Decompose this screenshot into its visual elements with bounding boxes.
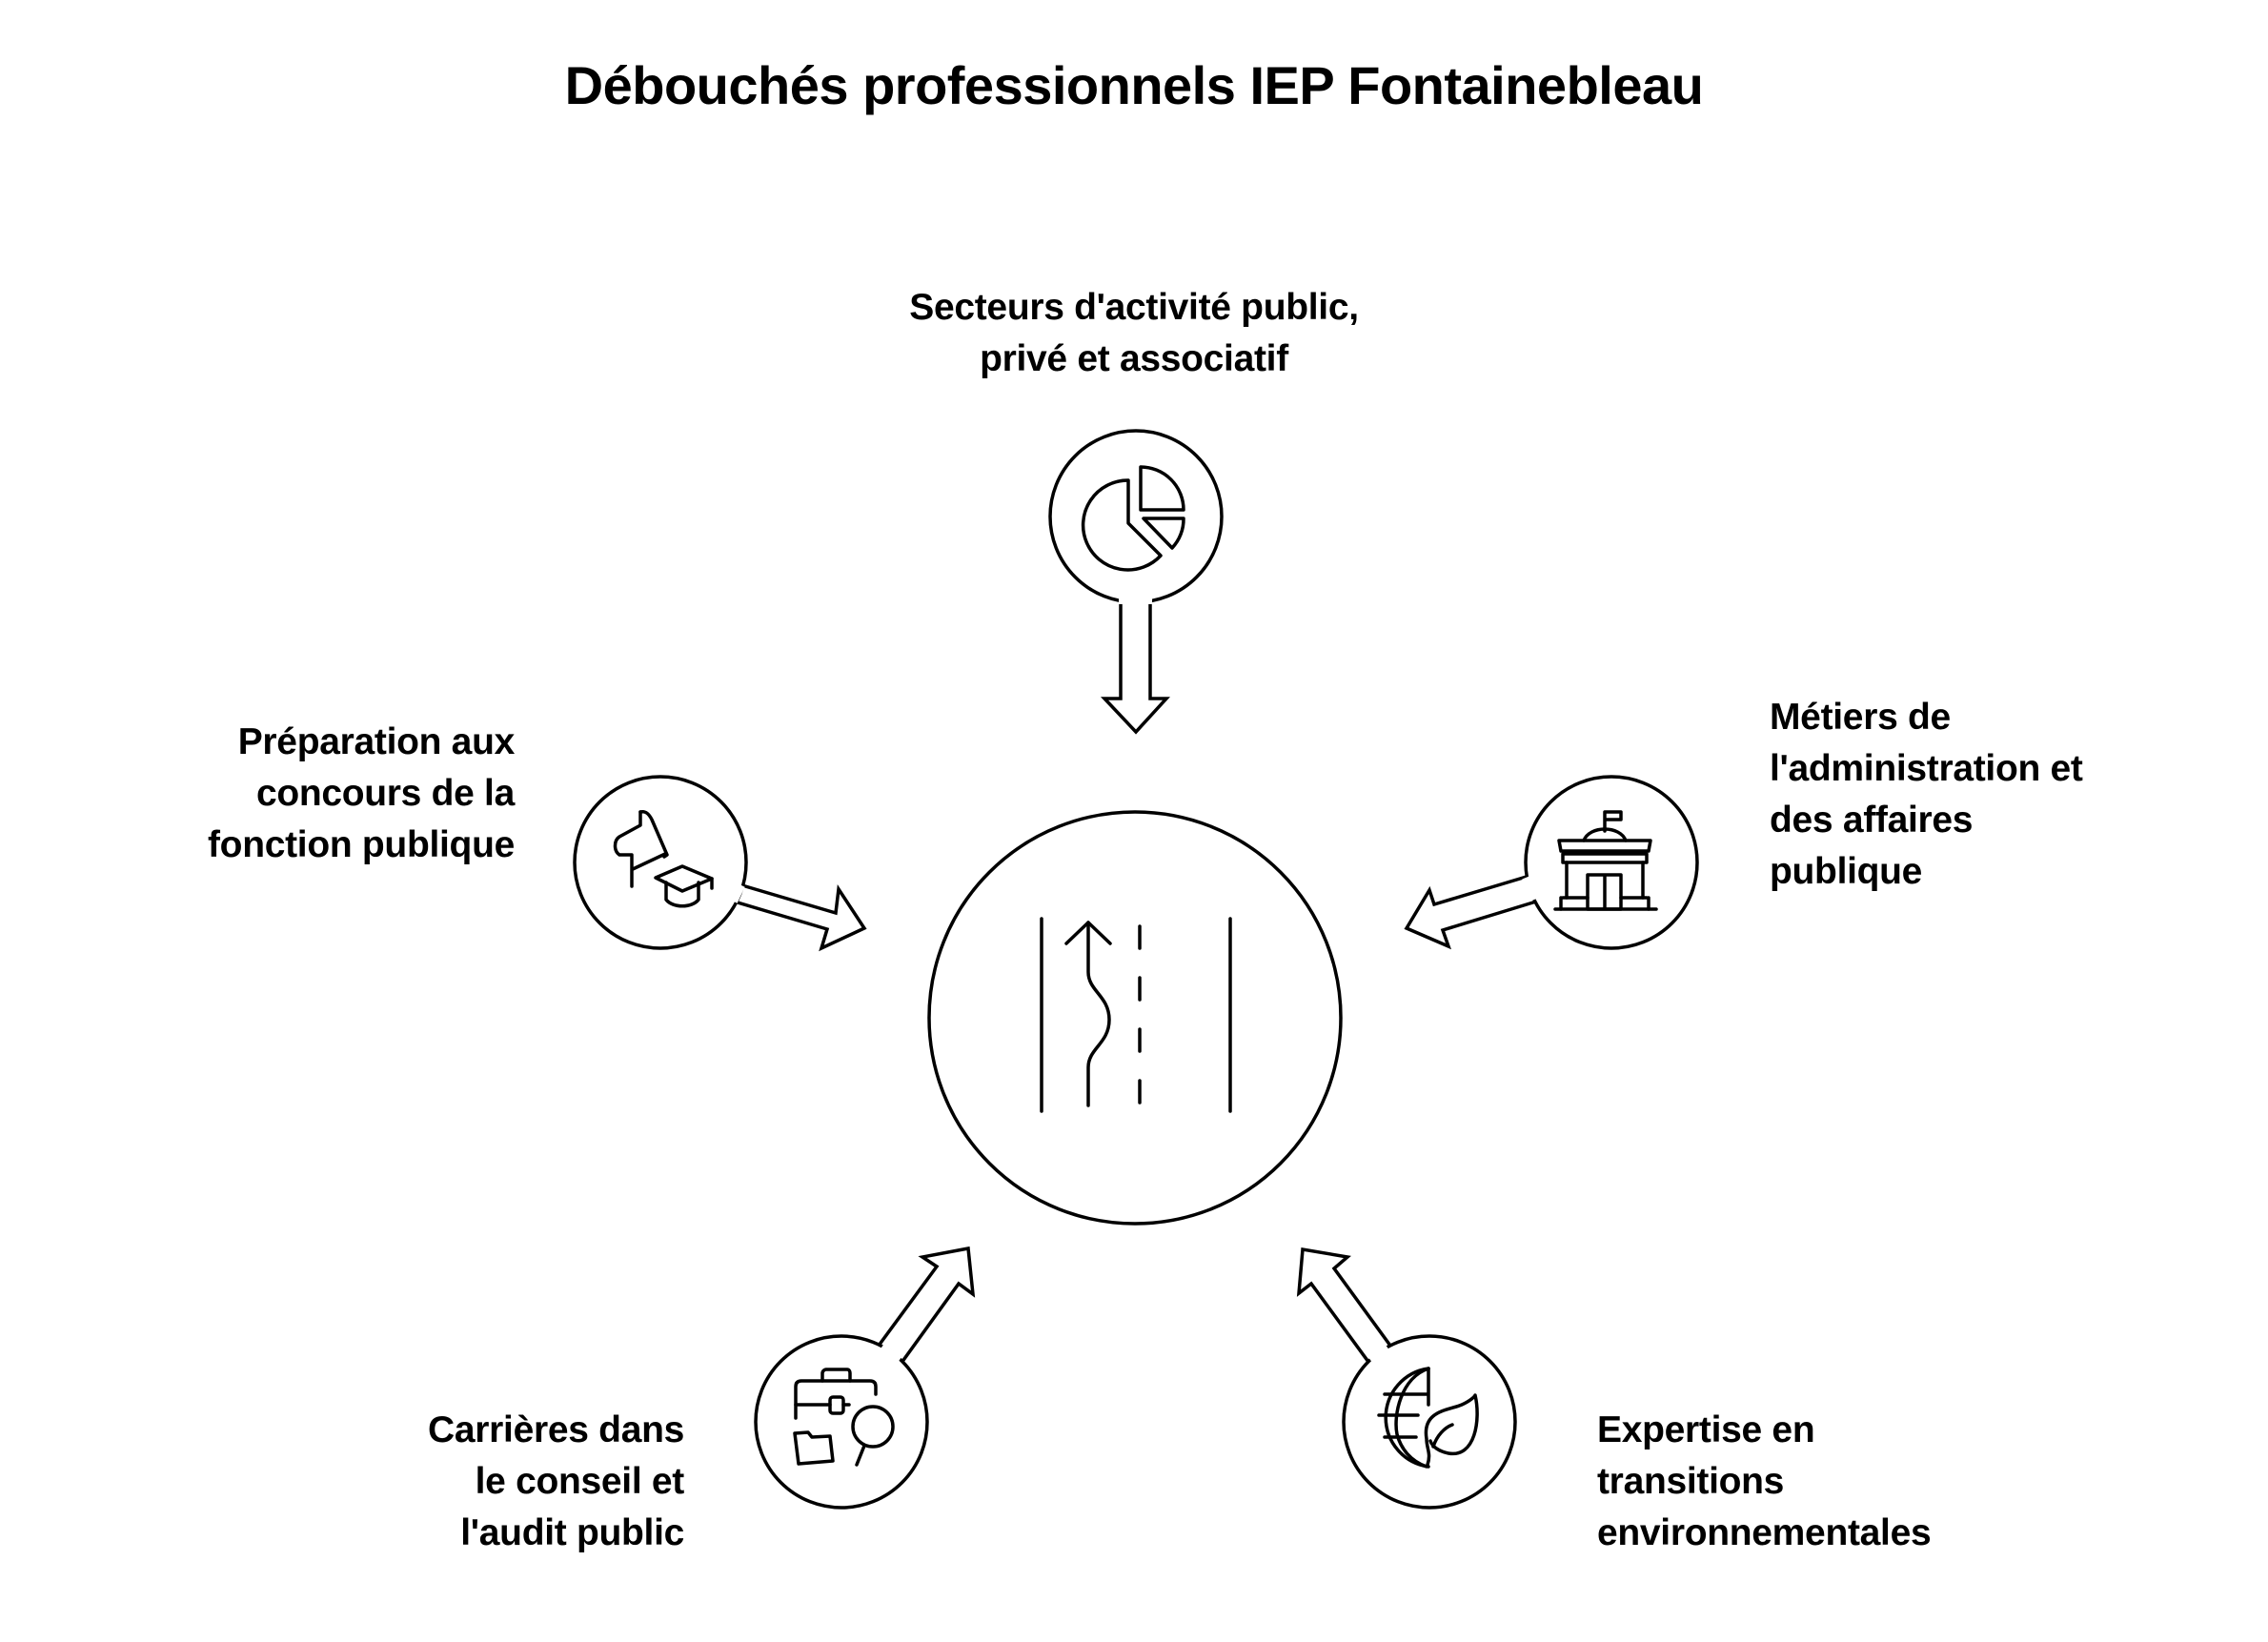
- label-line: Expertise en: [1597, 1409, 1815, 1450]
- label-line: transitions: [1597, 1461, 1785, 1502]
- node-bottom-left-circle: [754, 1334, 929, 1510]
- node-top: [1048, 429, 1224, 735]
- node-bottom-right: [1296, 1247, 1517, 1510]
- arrow-down: [1100, 597, 1170, 735]
- label-bottom-left: Carrières dans le conseil et l'audit pub…: [248, 1405, 684, 1559]
- label-line: environnementales: [1597, 1512, 1932, 1553]
- label-line: publique: [1770, 851, 1923, 892]
- node-top-circle: [1048, 429, 1224, 604]
- label-line: des affaires: [1770, 800, 1974, 841]
- node-bottom-left: [754, 1246, 976, 1510]
- government-building-icon: [1553, 810, 1658, 911]
- node-left-circle: [573, 775, 748, 950]
- center-node: [927, 810, 1343, 1226]
- arrow-left-down: [1404, 873, 1539, 950]
- label-line: l'administration et: [1770, 748, 2083, 789]
- briefcase-folder-magnifier-icon: [793, 1368, 895, 1467]
- arrow-up-right: [876, 1246, 976, 1366]
- arrow-right-down: [725, 881, 867, 952]
- label-line: privé et associatif: [980, 338, 1288, 379]
- label-line: fonction publique: [207, 824, 515, 865]
- label-line: Carrières dans: [428, 1409, 684, 1450]
- label-line: le conseil et: [475, 1461, 685, 1502]
- label-line: concours de la: [255, 773, 515, 814]
- label-left: Préparation aux concours de la fonction …: [95, 717, 515, 871]
- page-title: Débouchés professionnels IEP Fontaineble…: [564, 55, 1704, 115]
- label-top: Secteurs d'activité public, privé et ass…: [848, 282, 1420, 385]
- label-line: Préparation aux: [237, 721, 516, 762]
- arrow-up-left: [1296, 1247, 1393, 1365]
- label-bottom-right: Expertise en transitions environnemental…: [1597, 1405, 2169, 1559]
- winding-road-arrow-icon: [1040, 917, 1232, 1113]
- exam-megaphone-graduation-cap-icon: [613, 809, 714, 908]
- label-line: Secteurs d'activité public,: [909, 287, 1359, 328]
- node-left: [573, 775, 867, 952]
- label-right: Métiers de l'administration et des affai…: [1770, 692, 2208, 898]
- globe-leaf-icon: [1377, 1367, 1479, 1469]
- label-line: l'audit public: [460, 1512, 684, 1553]
- label-line: Métiers de: [1770, 697, 1951, 738]
- node-right: [1404, 775, 1699, 950]
- pie-chart-icon: [1081, 465, 1185, 572]
- center-circle: [927, 810, 1343, 1226]
